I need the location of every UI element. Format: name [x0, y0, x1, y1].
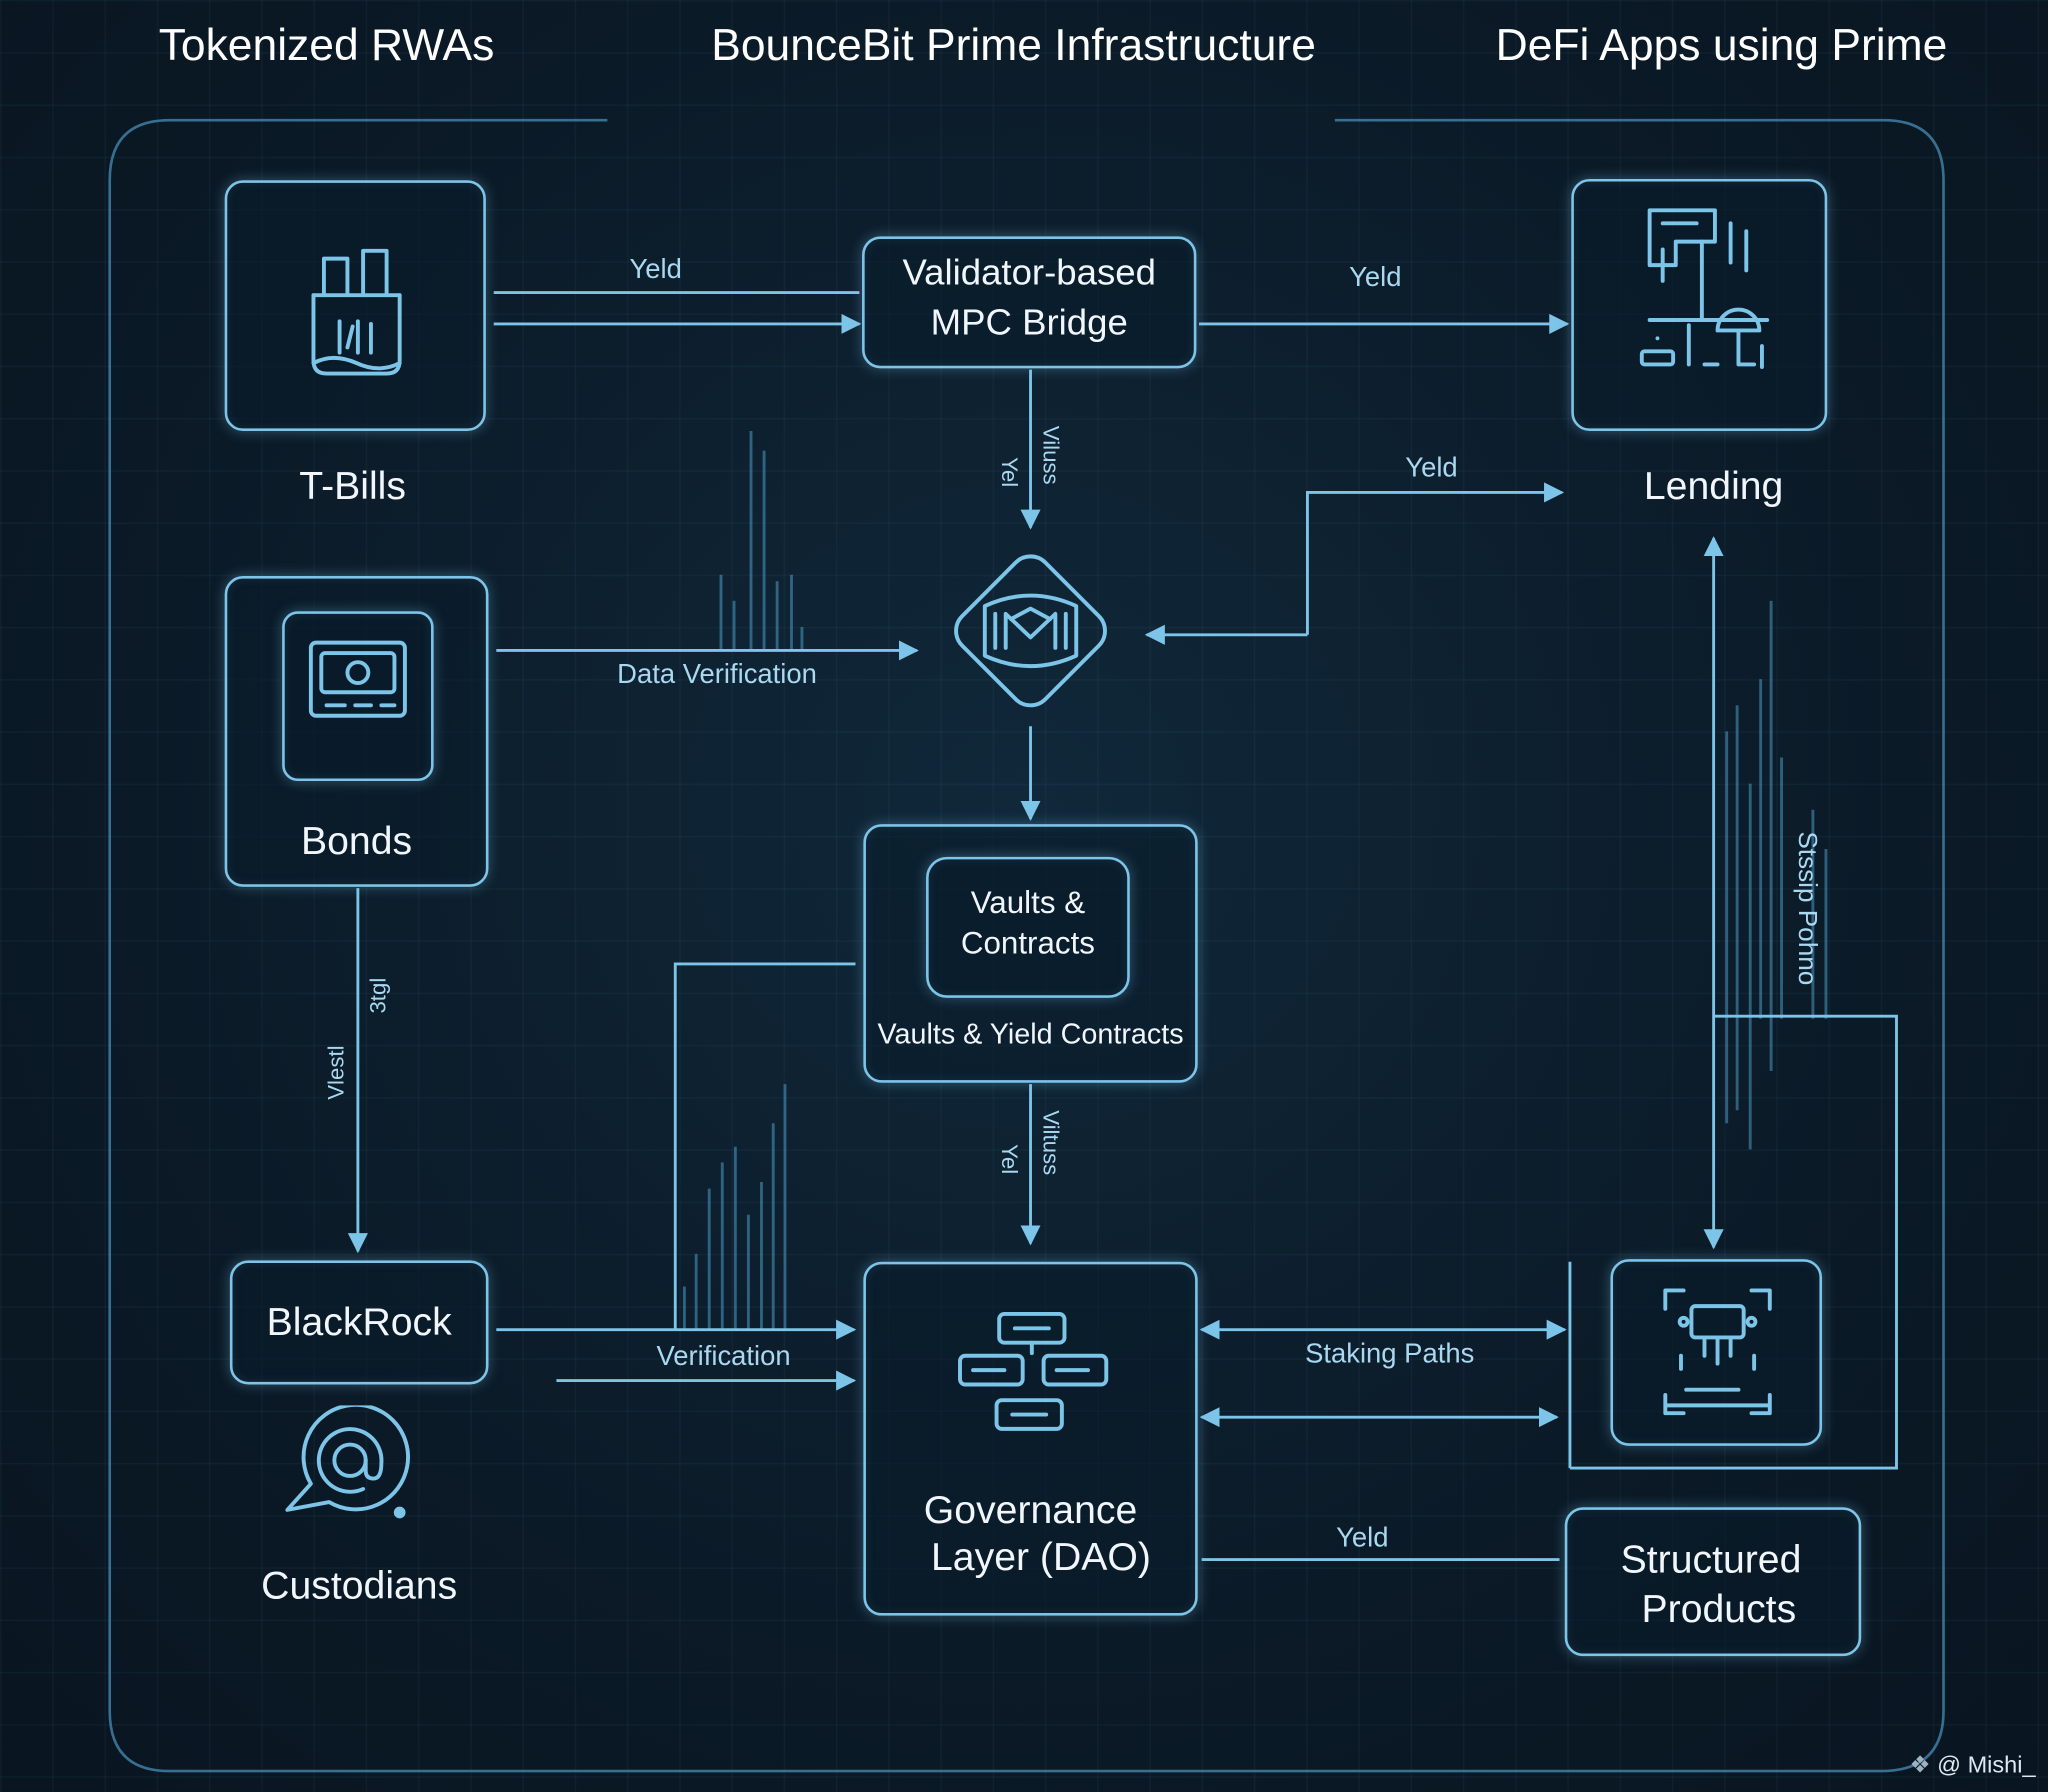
edge-label-bridge-hub-a: Yel — [996, 457, 1022, 488]
vaults-inner-line2: Contracts — [960, 926, 1095, 962]
column-title-rwas: Tokenized RWAs — [158, 20, 495, 71]
circuit-dome-icon — [1637, 202, 1773, 398]
tbills-label: T-Bills — [299, 464, 406, 509]
structured-products-card[interactable]: Structured Products — [1564, 1507, 1862, 1657]
org-chart-icon — [952, 1309, 1114, 1440]
prime-logo-diamond-icon[interactable] — [933, 533, 1129, 729]
edge-label-tbills-bridge: Yeld — [629, 254, 682, 285]
decorative-ticks — [682, 431, 1828, 1330]
vaults-inner-card[interactable]: Vaults & Contracts — [926, 856, 1130, 998]
staking-card[interactable] — [1610, 1259, 1823, 1446]
chat-at-icon — [277, 1402, 421, 1525]
column-title-defi: DeFi Apps using Prime — [1495, 20, 1948, 71]
edge-label-hub-lending: Yeld — [1405, 453, 1458, 484]
structured-line2: Products — [1641, 1588, 1797, 1632]
column-title-prime: BounceBit Prime Infrastructure — [711, 20, 1316, 71]
tbills-card[interactable] — [224, 180, 486, 432]
edge-label-vaults-gov-a: Yel — [996, 1144, 1022, 1175]
governance-card[interactable]: Governance Layer (DAO) — [863, 1261, 1198, 1616]
mpc-bridge-card[interactable]: Validator-based MPC Bridge — [862, 236, 1197, 369]
edge-label-bonds-hub: Data Verification — [617, 659, 817, 690]
outer-frame — [108, 118, 1945, 1773]
lending-card[interactable] — [1571, 178, 1828, 432]
bridge-label-line2: MPC Bridge — [930, 301, 1128, 343]
structured-line1: Structured — [1620, 1538, 1802, 1582]
governance-line2: Layer (DAO) — [931, 1535, 1151, 1580]
edge-label-bonds-blackrock-b: 3tgl — [365, 977, 391, 1014]
edge-label-bonds-blackrock-a: Vlestl — [323, 1045, 349, 1100]
shredded-document-icon — [300, 243, 412, 387]
binance-diamond-icon: ❖ — [1909, 1751, 1931, 1778]
circuit-board-icon — [1652, 1283, 1783, 1427]
custodians-label: Custodians — [261, 1564, 458, 1608]
lending-label: Lending — [1643, 464, 1784, 509]
watermark-text: @ Mishi_ — [1937, 1751, 2036, 1778]
vaults-inner-line1: Vaults & — [970, 885, 1086, 921]
edge-staking-bracket — [1569, 1014, 1898, 1470]
watermark: ❖ @ Mishi_ — [1909, 1751, 2036, 1779]
edge-label-blackrock-gov: Verification — [656, 1341, 791, 1372]
bonds-card[interactable] — [224, 575, 489, 887]
edge-vaults-branch — [673, 962, 856, 1330]
edge-label-staking-paths: Staking Paths — [1305, 1338, 1475, 1369]
vaults-caption: Vaults & Yield Contracts — [877, 1017, 1184, 1051]
edge-label-lending-side: Stssip Pohno — [1792, 831, 1822, 986]
blackrock-card[interactable]: BlackRock — [229, 1260, 489, 1385]
vaults-card[interactable]: Vaults & Contracts Vaults & Yield Contra… — [863, 824, 1198, 1083]
edge-hub-lending — [1305, 482, 1565, 635]
banknote-icon — [303, 635, 413, 726]
edge-label-bridge-lending: Yeld — [1349, 262, 1402, 293]
edge-label-vaults-gov-b: Viltuss — [1038, 1110, 1064, 1176]
bonds-inner-card — [282, 611, 434, 782]
edge-label-gov-structured: Yeld — [1336, 1522, 1389, 1553]
governance-line1: Governance — [923, 1488, 1138, 1533]
bonds-label: Bonds — [300, 820, 413, 864]
blackrock-label: BlackRock — [266, 1300, 452, 1344]
bridge-label-line1: Validator-based — [902, 252, 1156, 293]
edge-label-bridge-hub-b: Viluss — [1038, 425, 1064, 485]
